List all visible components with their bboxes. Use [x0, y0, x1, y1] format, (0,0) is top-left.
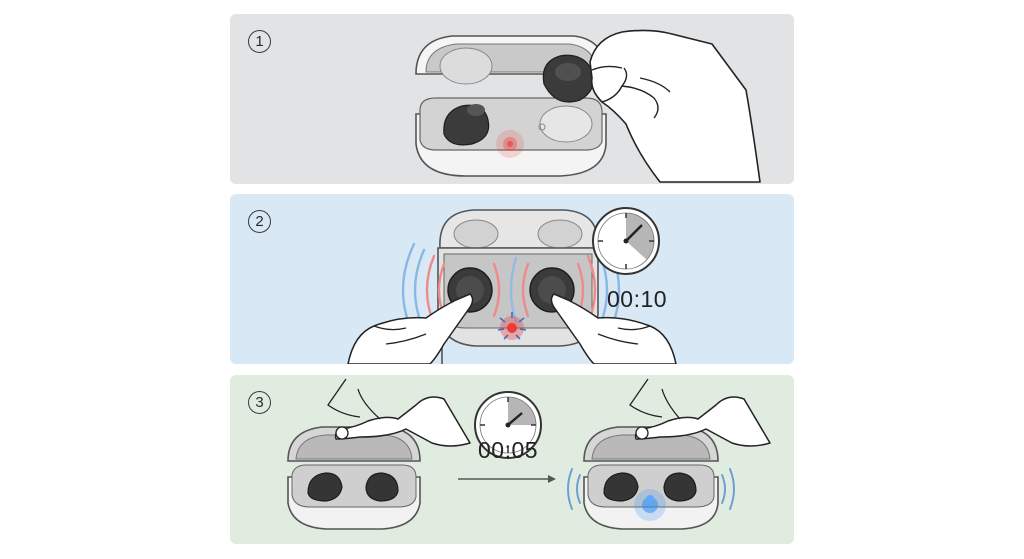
- hand-icon: [589, 29, 761, 183]
- step-number-badge: 1: [248, 30, 271, 53]
- clock-icon: [592, 207, 660, 275]
- step-1-illustration: [415, 29, 761, 183]
- red-led-icon: [497, 312, 527, 340]
- arrow-right-icon: [458, 475, 556, 483]
- earbud-icon: [307, 472, 399, 502]
- clock-icon: [474, 391, 542, 459]
- hand-icon: [327, 378, 471, 447]
- timer-readout: 00:05: [478, 437, 539, 463]
- step-1-panel: 1: [230, 14, 794, 184]
- blue-wave-icon: [567, 468, 735, 510]
- timer-readout: 00:10: [607, 286, 668, 312]
- step-2-illustration: [347, 207, 677, 364]
- step-number-badge: 3: [248, 391, 271, 414]
- earbud-icon: [603, 472, 697, 502]
- step-number-badge: 2: [248, 210, 271, 233]
- step-3-panel: 3 00:05: [230, 375, 794, 544]
- earbud-case-icon: [287, 426, 421, 530]
- hand-icon: [347, 293, 677, 364]
- hand-icon: [629, 378, 771, 447]
- red-led-icon: [496, 130, 524, 158]
- step-3-illustration: [287, 378, 771, 530]
- earbud-icon: [542, 54, 595, 103]
- step-2-panel: 2 00:10: [230, 194, 794, 364]
- blue-led-icon: [634, 489, 666, 521]
